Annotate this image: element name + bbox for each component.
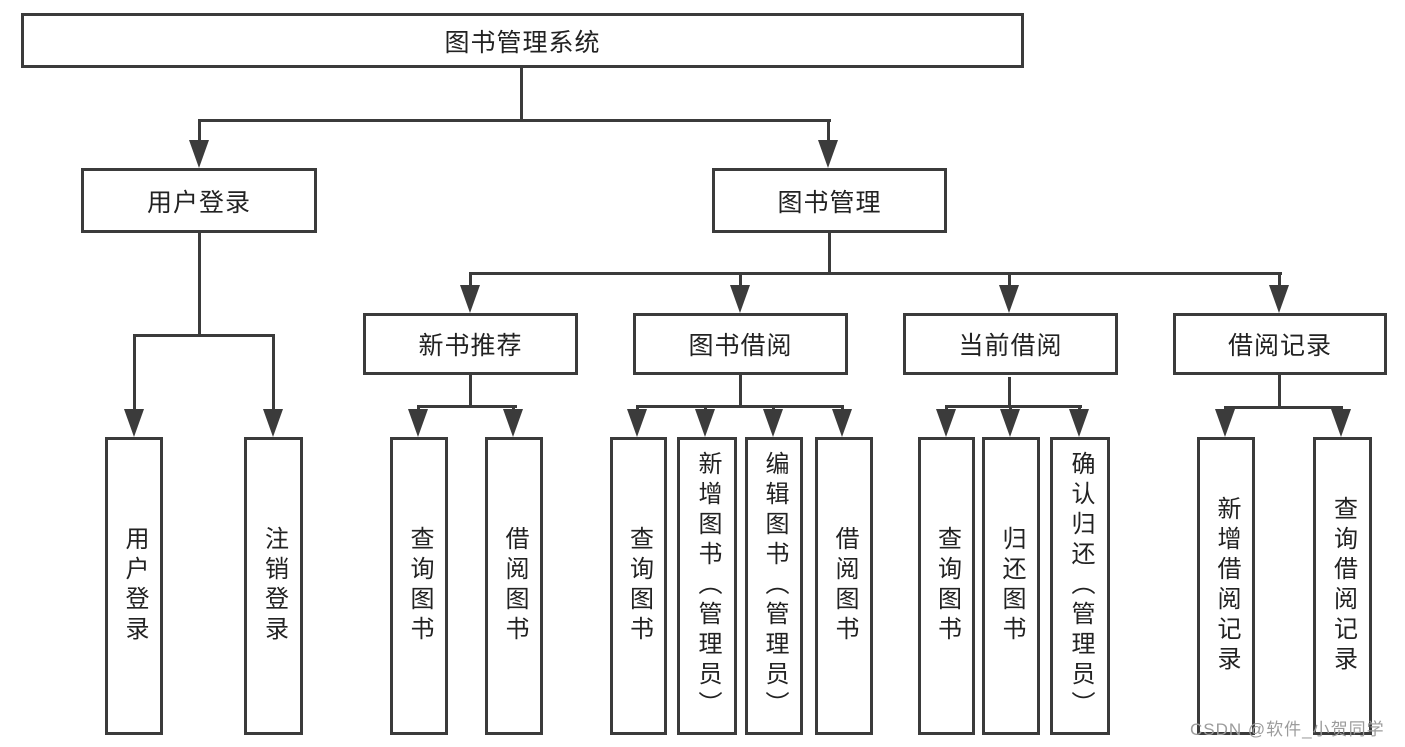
- arrowhead-down-icon: [763, 409, 783, 437]
- connector-drop-leaf: [272, 334, 275, 412]
- leaf-logout: 注销登录: [244, 437, 303, 735]
- node-label: 归还图书: [998, 526, 1025, 646]
- arrowhead-down-icon: [1215, 409, 1235, 437]
- connector-borrow-records-stem: [1278, 375, 1281, 408]
- node-label: 当前借阅: [958, 332, 1063, 360]
- arrowhead-down-icon: [1269, 285, 1289, 313]
- watermark: CSDN @软件_小贺同学: [1190, 720, 1385, 739]
- connector-book-borrowing-stem: [739, 375, 742, 407]
- arrowhead-down-icon: [189, 140, 209, 168]
- node-label: 借阅图书: [501, 526, 528, 646]
- node-label: 借阅记录: [1227, 332, 1332, 360]
- leaf-user-login: 用户登录: [105, 437, 163, 735]
- connector-new-book-stem: [469, 375, 472, 407]
- connector-drop-user-login: [198, 119, 201, 143]
- node-book-borrowing: 图书借阅: [633, 313, 848, 375]
- leaf-query-book-current: 查询图书: [918, 437, 975, 735]
- connector-drop-book-borrowing: [739, 272, 742, 288]
- arrowhead-down-icon: [730, 285, 750, 313]
- node-current-borrowing: 当前借阅: [903, 313, 1118, 375]
- connector-level3-rail: [469, 272, 1282, 275]
- leaf-confirm-return-admin: 确认归还（管理员）: [1050, 437, 1110, 735]
- node-label: 新增图书（管理员）: [694, 451, 721, 721]
- connector-user-login-rail: [133, 334, 275, 337]
- node-label: 图书借阅: [688, 332, 793, 360]
- leaf-query-borrow-record: 查询借阅记录: [1313, 437, 1372, 735]
- leaf-query-book-borrowing: 查询图书: [610, 437, 667, 735]
- arrowhead-down-icon: [936, 409, 956, 437]
- node-label: 借阅图书: [831, 526, 858, 646]
- arrowhead-down-icon: [124, 409, 144, 437]
- connector-level2-rail: [198, 119, 831, 122]
- node-label: 查询图书: [406, 526, 433, 646]
- arrowhead-down-icon: [999, 285, 1019, 313]
- leaf-add-book-admin: 新增图书（管理员）: [677, 437, 737, 735]
- leaf-add-borrow-record: 新增借阅记录: [1197, 437, 1255, 735]
- leaf-borrow-book-newrec: 借阅图书: [485, 437, 543, 735]
- node-label: 注销登录: [260, 526, 288, 646]
- arrowhead-down-icon: [1331, 409, 1351, 437]
- connector-new-book-rail: [417, 405, 517, 408]
- node-library-management-system: 图书管理系统: [21, 13, 1024, 68]
- connector-drop-leaf: [133, 334, 136, 412]
- arrowhead-down-icon: [263, 409, 283, 437]
- leaf-return-book: 归还图书: [982, 437, 1040, 735]
- node-borrow-records: 借阅记录: [1173, 313, 1387, 375]
- node-label: 查询图书: [625, 526, 653, 646]
- connector-borrow-records-rail: [1224, 406, 1343, 409]
- arrowhead-down-icon: [408, 409, 428, 437]
- leaf-query-book-newrec: 查询图书: [390, 437, 448, 735]
- node-new-book-recommend: 新书推荐: [363, 313, 578, 375]
- node-label: 编辑图书（管理员）: [761, 451, 788, 721]
- connector-drop-new-book: [469, 272, 472, 288]
- node-book-management: 图书管理: [712, 168, 947, 233]
- leaf-borrow-book-borrowing: 借阅图书: [815, 437, 873, 735]
- connector-drop-current-borrowing: [1008, 272, 1011, 288]
- node-label: 用户登录: [146, 188, 251, 217]
- connector-book-management-stem: [828, 233, 831, 274]
- node-label: 新增借阅记录: [1213, 496, 1240, 676]
- node-label: 查询图书: [933, 526, 961, 646]
- connector-book-borrowing-rail: [636, 405, 844, 408]
- node-label: 图书管理系统: [444, 28, 601, 57]
- node-label: 查询借阅记录: [1329, 496, 1357, 676]
- connector-current-borrowing-rail: [945, 405, 1082, 408]
- arrowhead-down-icon: [818, 140, 838, 168]
- connector-drop-borrow-records: [1278, 272, 1281, 288]
- connector-root-stem: [520, 68, 523, 121]
- arrowhead-down-icon: [1069, 409, 1089, 437]
- node-label: 确认归还（管理员）: [1067, 451, 1094, 721]
- connector-user-login-stem: [198, 233, 201, 336]
- connector-drop-book-management: [827, 119, 830, 143]
- connector-current-borrowing-stem: [1008, 377, 1011, 407]
- node-user-login: 用户登录: [81, 168, 317, 233]
- node-label: 用户登录: [121, 526, 148, 646]
- arrowhead-down-icon: [503, 409, 523, 437]
- arrowhead-down-icon: [832, 409, 852, 437]
- arrowhead-down-icon: [460, 285, 480, 313]
- arrowhead-down-icon: [627, 409, 647, 437]
- node-label: 新书推荐: [418, 332, 523, 360]
- leaf-edit-book-admin: 编辑图书（管理员）: [745, 437, 803, 735]
- arrowhead-down-icon: [695, 409, 715, 437]
- arrowhead-down-icon: [1000, 409, 1020, 437]
- node-label: 图书管理: [777, 188, 882, 217]
